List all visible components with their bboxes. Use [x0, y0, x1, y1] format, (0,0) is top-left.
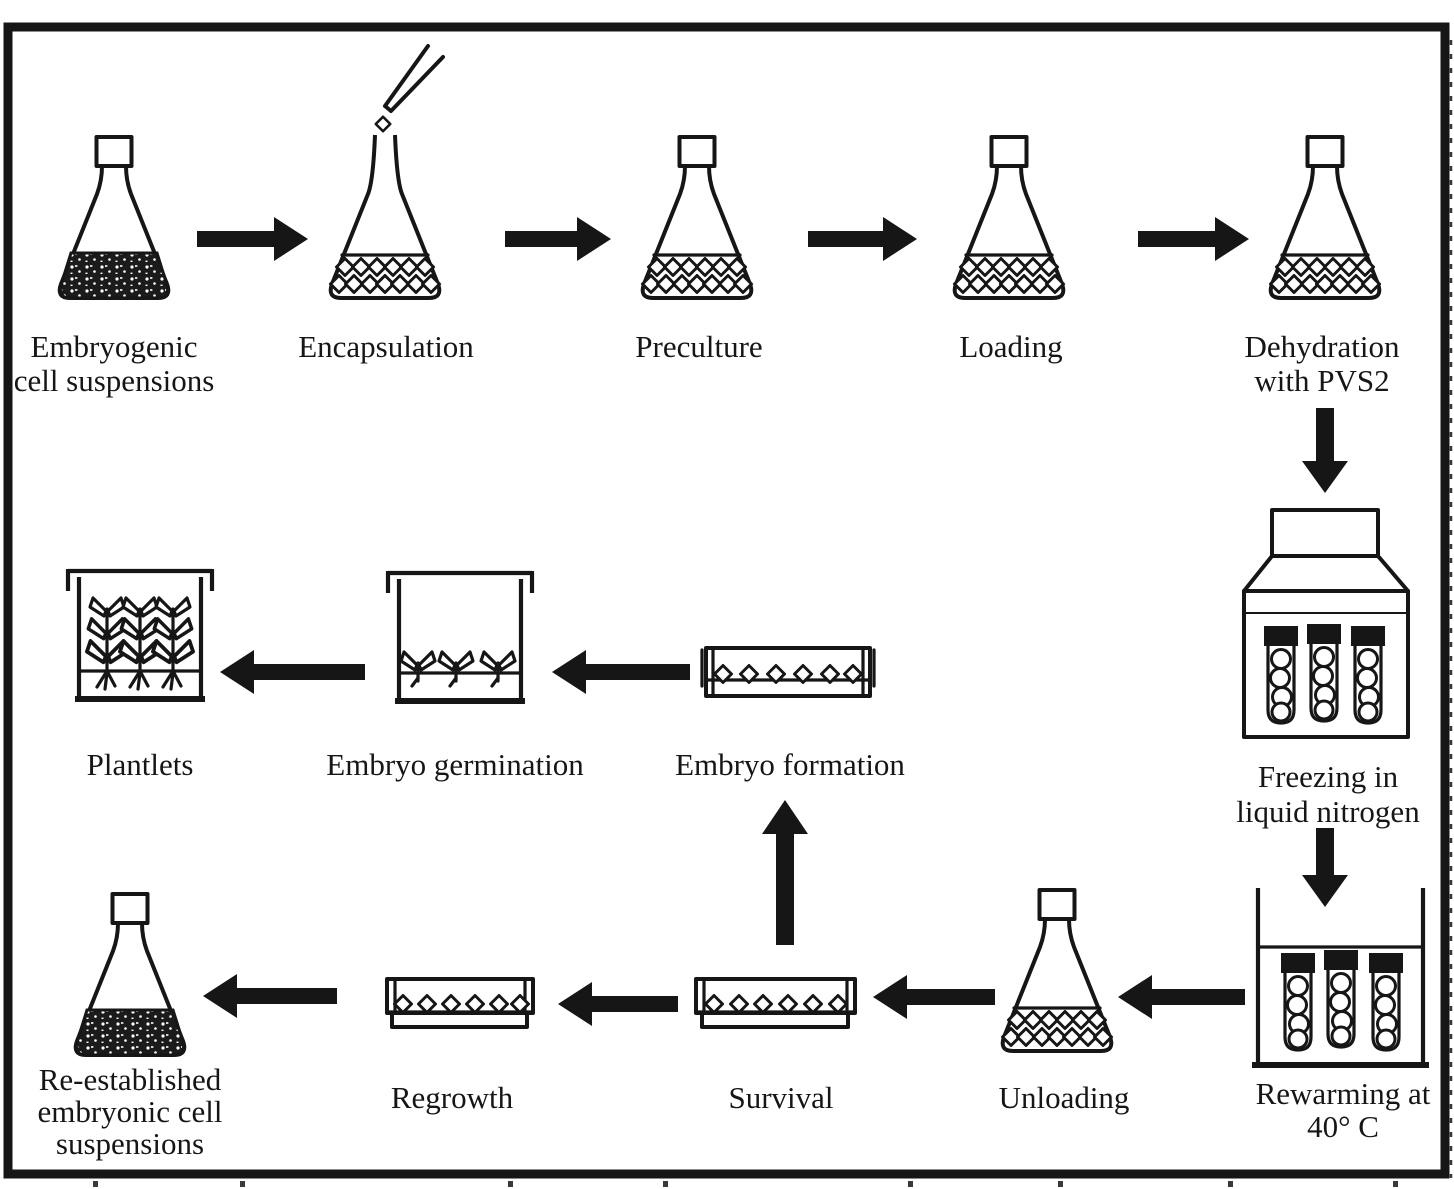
flask-unloading-icon [1000, 888, 1114, 1053]
label-dehydration-line-2: with PVS2 [1254, 363, 1389, 398]
figure-border [3, 22, 1450, 1179]
flask-preculture-icon [640, 135, 754, 300]
flask-embryogenic-cell-suspensions-icon [57, 135, 171, 300]
embryo-formation-dish-icon [700, 646, 876, 698]
label-dehydration-line-1: Dehydration [1245, 329, 1400, 364]
arrow-preculture-to-loading [808, 217, 917, 261]
arrow-regrowth-to-reestablished [203, 974, 337, 1018]
arrow-survival-to-regrowth [558, 982, 678, 1026]
arrow-embryogenic-to-encapsulation [197, 217, 308, 261]
label-loading: Loading [959, 329, 1062, 364]
label-encapsulation: Encapsulation [298, 329, 474, 364]
label-rewarming-line-2: 40° C [1307, 1109, 1379, 1144]
arrow-freezing-to-rewarming [1302, 828, 1348, 907]
label-plantlets: Plantlets [87, 747, 194, 782]
arrow-formation-to-germination [552, 650, 690, 694]
survival-dish-icon [694, 977, 857, 1029]
label-reestablished-line-3: suspensions [56, 1126, 204, 1161]
arrow-dehydration-to-freezing [1302, 408, 1348, 493]
label-survival: Survival [728, 1080, 833, 1115]
arrow-loading-to-dehydration [1138, 217, 1249, 261]
rewarming-bath-icon [1252, 888, 1429, 1068]
arrow-unloading-to-survival [873, 975, 995, 1019]
pipette-icon [374, 44, 445, 133]
arrow-germination-to-plantlets [220, 650, 365, 694]
label-freezing-line-2: liquid nitrogen [1236, 794, 1420, 829]
flask-reestablished-icon [73, 892, 187, 1057]
label-regrowth: Regrowth [391, 1080, 514, 1115]
label-embryo-formation: Embryo formation [675, 747, 905, 782]
arrow-survival-to-embryo-formation [762, 800, 808, 945]
flask-loading-icon [952, 135, 1066, 300]
plantlets-jar-icon [68, 569, 212, 699]
label-reestablished-line-2: embryonic cell [37, 1094, 222, 1129]
scan-edge-artifacts [93, 40, 1453, 1187]
label-embryo-germination: Embryo germination [326, 747, 584, 782]
flask-encapsulation-icon [328, 44, 445, 300]
label-unloading: Unloading [999, 1080, 1130, 1115]
label-embryogenic-line-1: Embryogenic [30, 329, 197, 364]
arrow-rewarming-to-unloading [1118, 975, 1245, 1019]
regrowth-dish-icon [385, 977, 535, 1029]
label-freezing-line-1: Freezing in [1258, 759, 1399, 794]
label-reestablished-line-1: Re-established [39, 1062, 222, 1097]
embryo-germination-jar-icon [388, 571, 532, 701]
flask-dehydration-icon [1268, 135, 1382, 300]
cryo-container-icon [1242, 508, 1410, 739]
label-rewarming-line-1: Rewarming at [1256, 1076, 1431, 1111]
arrow-encapsulation-to-preculture [505, 217, 611, 261]
label-preculture: Preculture [635, 329, 762, 364]
label-embryogenic-line-2: cell suspensions [14, 363, 215, 398]
